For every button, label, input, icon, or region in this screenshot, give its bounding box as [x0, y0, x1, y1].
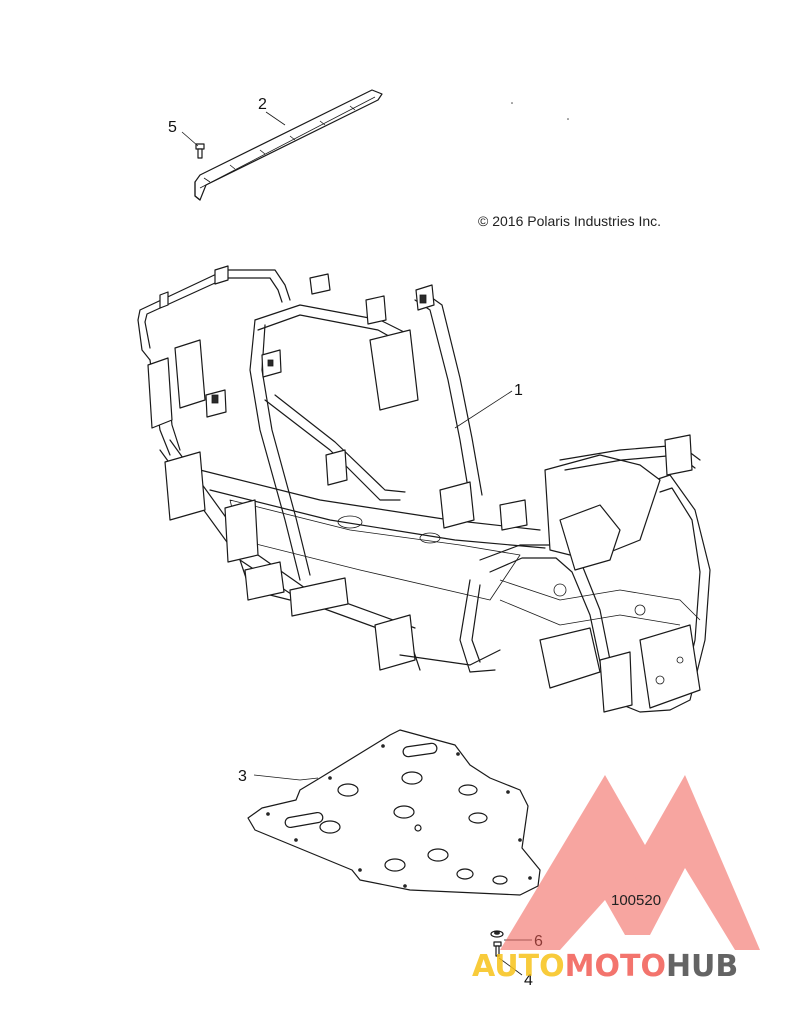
part-3-skid-plate — [247, 729, 541, 896]
watermark-triangle-inner — [605, 860, 648, 900]
part-1-main-frame — [137, 265, 711, 713]
watermark-wordmark: AUTOMOTOHUB — [472, 949, 738, 984]
watermark-moto: MOTO — [565, 949, 666, 984]
callout-5: 5 — [168, 119, 177, 136]
watermark-logo — [500, 775, 760, 950]
diagram-id: 100520 — [611, 892, 661, 909]
part-2-upper-rail — [194, 89, 383, 201]
callout-1: 1 — [514, 382, 523, 399]
part-4-screw — [493, 941, 502, 957]
stray-dot — [511, 102, 513, 104]
part-5-bolt — [195, 143, 205, 159]
callout-2: 2 — [258, 96, 267, 113]
callout-3: 3 — [238, 768, 247, 785]
stray-dot — [567, 118, 569, 120]
watermark-auto: AUTO — [472, 949, 565, 984]
callout-4: 4 — [524, 972, 533, 989]
part-6-washer — [490, 930, 504, 938]
watermark-triangle — [500, 775, 760, 950]
copyright-notice: © 2016 Polaris Industries Inc. — [478, 213, 661, 229]
svg-text:AUTOMOTOHUB: AUTOMOTOHUB — [472, 949, 738, 984]
watermark-hub: HUB — [666, 949, 738, 984]
